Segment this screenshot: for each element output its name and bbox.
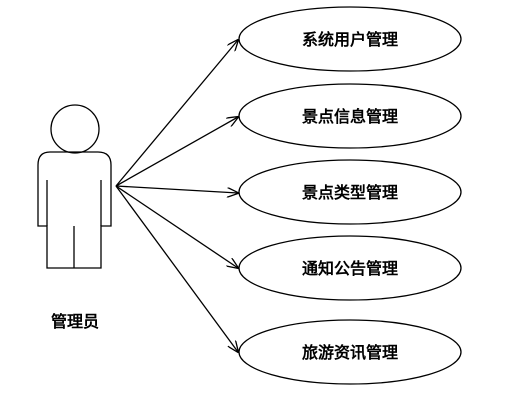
use-case-notice-management: 通知公告管理 [238,235,462,301]
use-case-label: 通知公告管理 [302,259,398,278]
use-case-travel-news-management: 旅游资讯管理 [238,319,462,385]
use-case-scenic-spot-info-management: 景点信息管理 [238,83,462,149]
actor-label: 管理员 [51,312,99,331]
use-case-label: 景点信息管理 [302,107,398,126]
actor-head [50,104,100,154]
association-arrow [115,40,238,187]
use-case-label: 旅游资讯管理 [302,343,398,362]
association-arrow [115,185,238,193]
actor-figure [37,104,112,269]
use-case-ellipse [238,319,462,385]
use-case-ellipse [238,83,462,149]
actor-body [37,151,112,269]
use-case-scenic-spot-type-management: 景点类型管理 [238,159,462,225]
use-case-ellipse [238,159,462,225]
use-case-label: 系统用户管理 [302,30,398,49]
association-arrow [115,185,238,352]
use-case-ellipse [238,6,462,72]
use-case-system-user-management: 系统用户管理 [238,6,462,72]
associations [115,40,238,352]
association-arrow [115,185,238,268]
use-case-ellipse [238,235,462,301]
association-arrow [115,117,238,187]
use-case-label: 景点类型管理 [302,183,398,202]
